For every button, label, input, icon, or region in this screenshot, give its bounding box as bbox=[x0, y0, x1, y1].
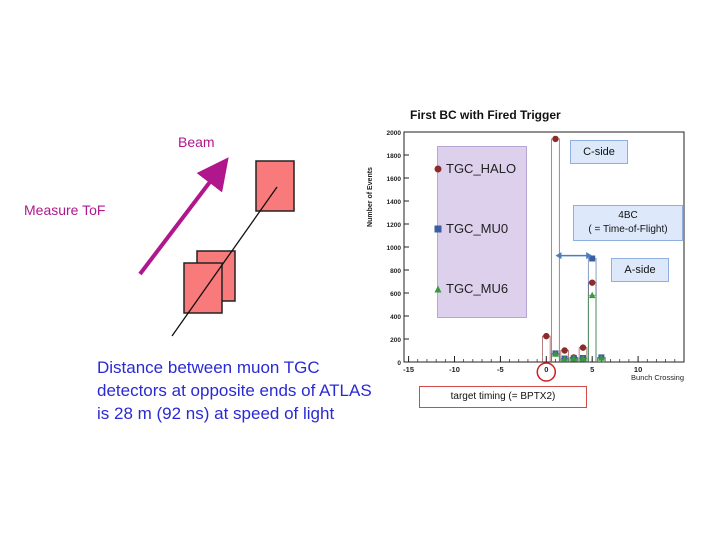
x-axis-label: Bunch Crossing bbox=[631, 373, 684, 382]
data-point bbox=[579, 355, 587, 362]
distance-caption: Distance between muon TGC detectors at o… bbox=[97, 358, 372, 423]
legend-item-mu0: TGC_MU0 bbox=[434, 221, 509, 236]
data-point bbox=[579, 344, 587, 351]
x-tick-label: -10 bbox=[449, 365, 460, 374]
y-tick-label: 1600 bbox=[387, 176, 402, 183]
legend-label-mu6: TGC_MU6 bbox=[446, 281, 509, 296]
histogram-bar bbox=[551, 138, 560, 362]
target-circle bbox=[536, 362, 557, 382]
y-tick-label: 800 bbox=[390, 268, 401, 275]
y-tick-label: 1400 bbox=[387, 199, 402, 206]
y-axis-label: Number of Events bbox=[367, 167, 374, 227]
muon-track bbox=[171, 186, 278, 337]
data-point bbox=[552, 135, 559, 143]
data-point bbox=[552, 350, 559, 357]
data-point bbox=[588, 291, 596, 299]
tof-arrow-head-right bbox=[586, 252, 593, 260]
chart-title: First BC with Fired Trigger bbox=[410, 108, 561, 122]
legend: TGC_HALO TGC_MU0 TGC_MU6 bbox=[434, 146, 527, 318]
time-of-flight-box: 4BC ( = Time-of-Flight) bbox=[573, 205, 683, 241]
histogram-bar bbox=[587, 294, 597, 362]
y-tick-label: 200 bbox=[390, 337, 401, 344]
x-tick-label: -5 bbox=[497, 365, 504, 374]
c-side-label: C-side bbox=[570, 140, 628, 164]
y-tick-label: 1800 bbox=[387, 153, 402, 160]
x-tick-label: 0 bbox=[544, 365, 548, 374]
legend-item-halo: TGC_HALO bbox=[434, 161, 517, 176]
bc-description: ( = Time-of-Flight) bbox=[588, 224, 668, 235]
detector-diagram bbox=[138, 157, 295, 337]
circle-marker-icon bbox=[434, 165, 442, 173]
beam-arrow bbox=[138, 157, 229, 276]
legend-item-mu6: TGC_MU6 bbox=[434, 281, 509, 296]
beam-label: Beam bbox=[178, 134, 215, 150]
legend-label-halo: TGC_HALO bbox=[446, 161, 517, 176]
y-tick-label: 400 bbox=[390, 314, 401, 321]
y-tick-label: 2000 bbox=[387, 130, 402, 137]
data-point bbox=[598, 354, 605, 361]
data-point bbox=[543, 332, 550, 340]
square-marker-icon bbox=[434, 225, 442, 233]
triangle-marker-icon bbox=[434, 285, 442, 293]
data-point bbox=[588, 279, 596, 286]
y-tick-label: 0 bbox=[397, 360, 401, 367]
x-tick-label: 10 bbox=[634, 365, 642, 374]
y-tick-label: 1200 bbox=[387, 222, 402, 229]
data-point bbox=[561, 347, 568, 354]
bunch-crossing-chart: 0 200 400 600 800 1000 1200 1400 1600 1800 2000 -15… bbox=[367, 130, 685, 382]
y-tick-label: 600 bbox=[390, 291, 401, 298]
target-timing-label: target timing (= BPTX2) bbox=[419, 386, 587, 408]
a-side-label: A-side bbox=[611, 258, 669, 282]
legend-label-mu0: TGC_MU0 bbox=[446, 221, 509, 236]
detector-near-front bbox=[183, 262, 223, 314]
data-point bbox=[589, 255, 596, 262]
measure-tof-label: Measure ToF bbox=[24, 202, 106, 218]
data-point bbox=[570, 355, 578, 362]
x-tick-label: 5 bbox=[590, 365, 594, 374]
data-point bbox=[561, 355, 568, 362]
detector-far bbox=[255, 160, 295, 212]
x-tick-label: -15 bbox=[403, 365, 414, 374]
histogram-bar bbox=[587, 258, 597, 362]
y-tick-label: 1000 bbox=[387, 245, 402, 252]
tof-arrow-head-left bbox=[555, 252, 562, 260]
bc-count: 4BC bbox=[618, 210, 638, 221]
